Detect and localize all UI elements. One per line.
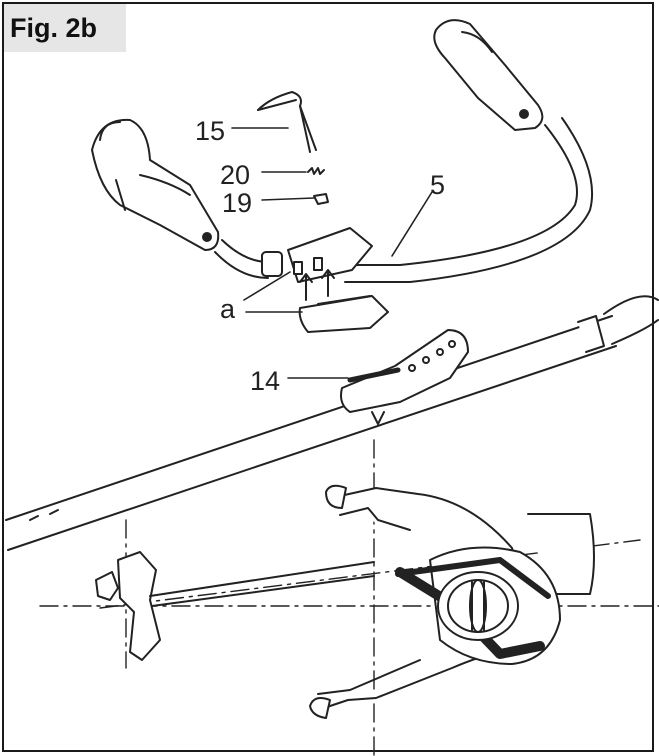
handle-clamp (261, 227, 389, 333)
screw-15 (257, 91, 317, 153)
callout-14: 14 (250, 366, 280, 396)
callout-a: a (220, 294, 236, 324)
callout-5: 5 (430, 170, 445, 200)
callout-19: 19 (222, 188, 252, 218)
right-grip (433, 19, 544, 131)
leader-lines (231, 127, 433, 379)
callout-20: 20 (220, 160, 250, 190)
figure-label: Fig. 2b (4, 4, 126, 52)
nut-19 (313, 193, 329, 205)
assembly-arrows (299, 269, 335, 301)
shaft-holder-14 (340, 329, 469, 425)
callout-15: 15 (195, 116, 225, 146)
cutting-head (95, 551, 375, 661)
spring-20 (307, 167, 325, 175)
shaft (5, 295, 659, 551)
operator-figure (39, 439, 659, 756)
left-grip (91, 118, 220, 251)
